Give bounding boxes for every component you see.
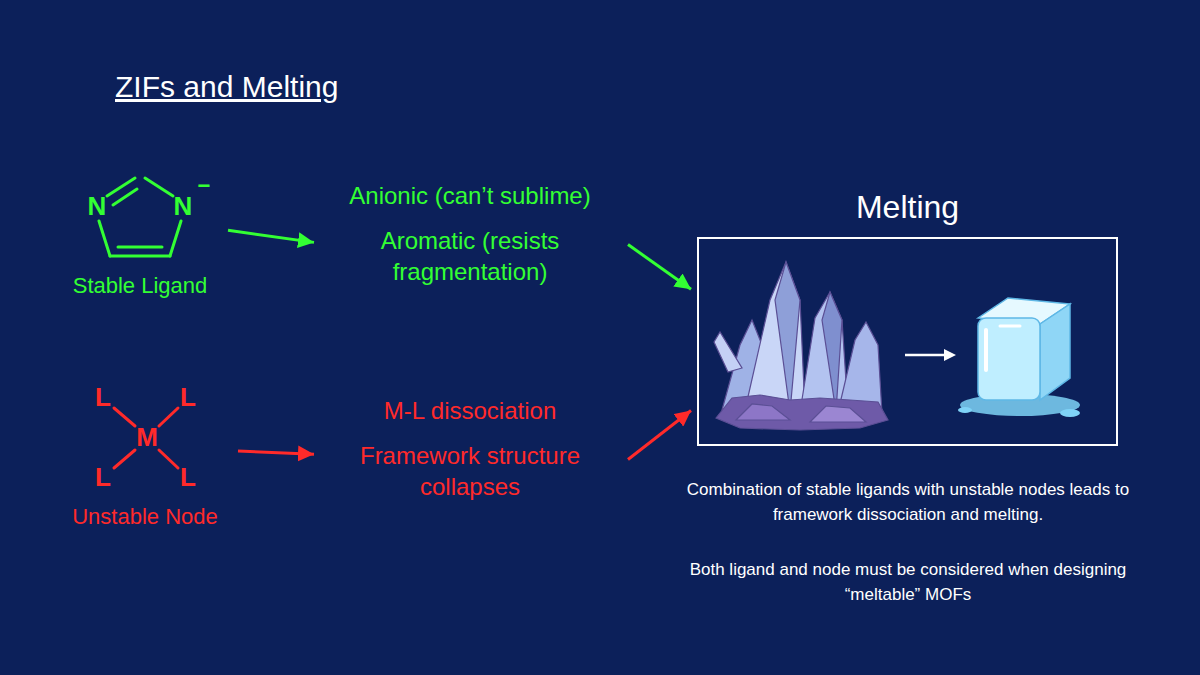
node-group: Unstable Node xyxy=(60,385,230,532)
melt-arrow xyxy=(905,349,956,361)
node-group: M-L dissociationFramework structure coll… xyxy=(320,395,620,503)
crystal-cluster xyxy=(714,262,888,430)
connector-arrow xyxy=(628,410,691,459)
node-label: Unstable Node xyxy=(60,503,230,532)
diagram-title: ZIFs and Melting xyxy=(115,70,338,104)
atom-label: L xyxy=(176,459,200,497)
imidazolate-ring xyxy=(99,178,181,256)
melting-heading: Melting xyxy=(699,187,1116,229)
connector-arrow xyxy=(238,451,314,454)
connector-arrow xyxy=(628,245,691,290)
node-group: Anionic (can’t sublime) Aromatic (resists… xyxy=(320,180,620,288)
melting-box: Melting xyxy=(697,237,1118,446)
connector-arrow xyxy=(228,230,314,242)
caption-note: Both ligand and node must be considered … xyxy=(673,558,1143,607)
metal-node-bonds xyxy=(114,408,178,468)
atom-label: N xyxy=(168,188,198,226)
atom-label: L xyxy=(91,379,115,417)
node-group: Stable Ligand xyxy=(60,160,220,301)
charge-sign: − xyxy=(196,170,212,202)
ligand-property: Anionic (can’t sublime) xyxy=(320,180,620,211)
atom-label: L xyxy=(176,379,200,417)
node-property: M-L dissociation xyxy=(320,395,620,426)
caption-note: Combination of stable ligands with unsta… xyxy=(673,478,1143,527)
ligand-property: Aromatic (resists fragmentation) xyxy=(320,225,620,287)
ice-cube xyxy=(958,298,1080,417)
atom-label: M xyxy=(132,419,162,457)
atom-label: L xyxy=(91,459,115,497)
node-property: Framework structure collapses xyxy=(320,440,620,502)
ligand-label: Stable Ligand xyxy=(60,272,220,301)
atom-label: N xyxy=(82,188,112,226)
